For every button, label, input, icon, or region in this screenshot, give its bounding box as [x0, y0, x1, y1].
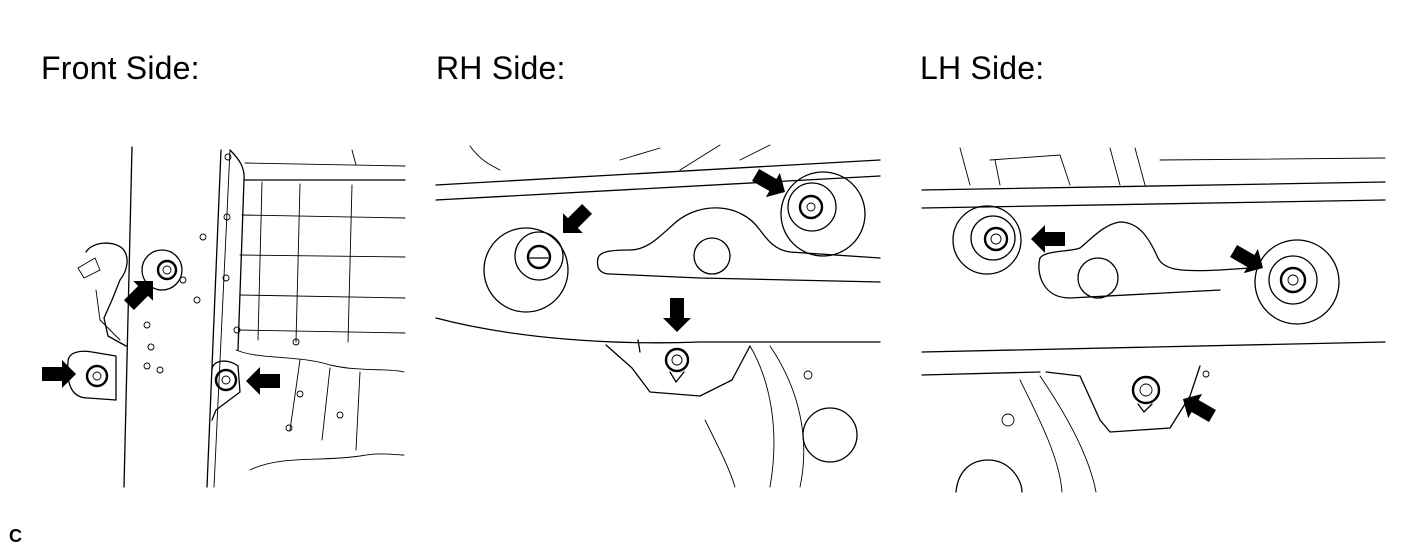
bolt-upper [141, 249, 183, 291]
front-side-drawing [42, 146, 406, 488]
rh-wheel-arcs [704, 345, 858, 488]
crossmember [435, 144, 881, 344]
rh-bolt-right [780, 171, 866, 257]
arrow-down-left-icon [553, 199, 597, 243]
bolt-left-bracket [67, 350, 117, 401]
lh-side-title: LH Side: [920, 50, 1045, 86]
arrow-down-right-icon [1226, 238, 1270, 281]
lh-bolt-right [1254, 239, 1340, 325]
rh-bolt-left [483, 227, 569, 313]
figure-code: C [9, 526, 22, 546]
rh-side-title: RH Side: [436, 50, 566, 86]
lh-wheel-arcs [955, 370, 1210, 493]
lh-side-drawing [921, 147, 1386, 493]
rh-side-drawing [435, 144, 881, 488]
transmission-case [199, 149, 406, 471]
rh-lower-bracket [605, 339, 751, 397]
frame-rail [123, 146, 231, 488]
arrow-left-icon [1031, 225, 1065, 253]
rh-arrows [553, 162, 792, 332]
lh-lower-bracket [921, 365, 1201, 433]
lh-crossmember [921, 147, 1386, 353]
lh-bolt-left [952, 205, 1022, 275]
lh-arrows [1031, 225, 1270, 429]
bolt-right-bracket [211, 360, 241, 421]
arrow-right-icon [42, 360, 76, 388]
arrow-left-icon [246, 367, 280, 395]
arrow-down-right-icon [748, 162, 792, 205]
front-side-title: Front Side: [41, 50, 200, 86]
arrow-down-icon [663, 298, 691, 332]
arrow-up-right-icon [119, 271, 163, 315]
harness-bracket [77, 242, 128, 347]
